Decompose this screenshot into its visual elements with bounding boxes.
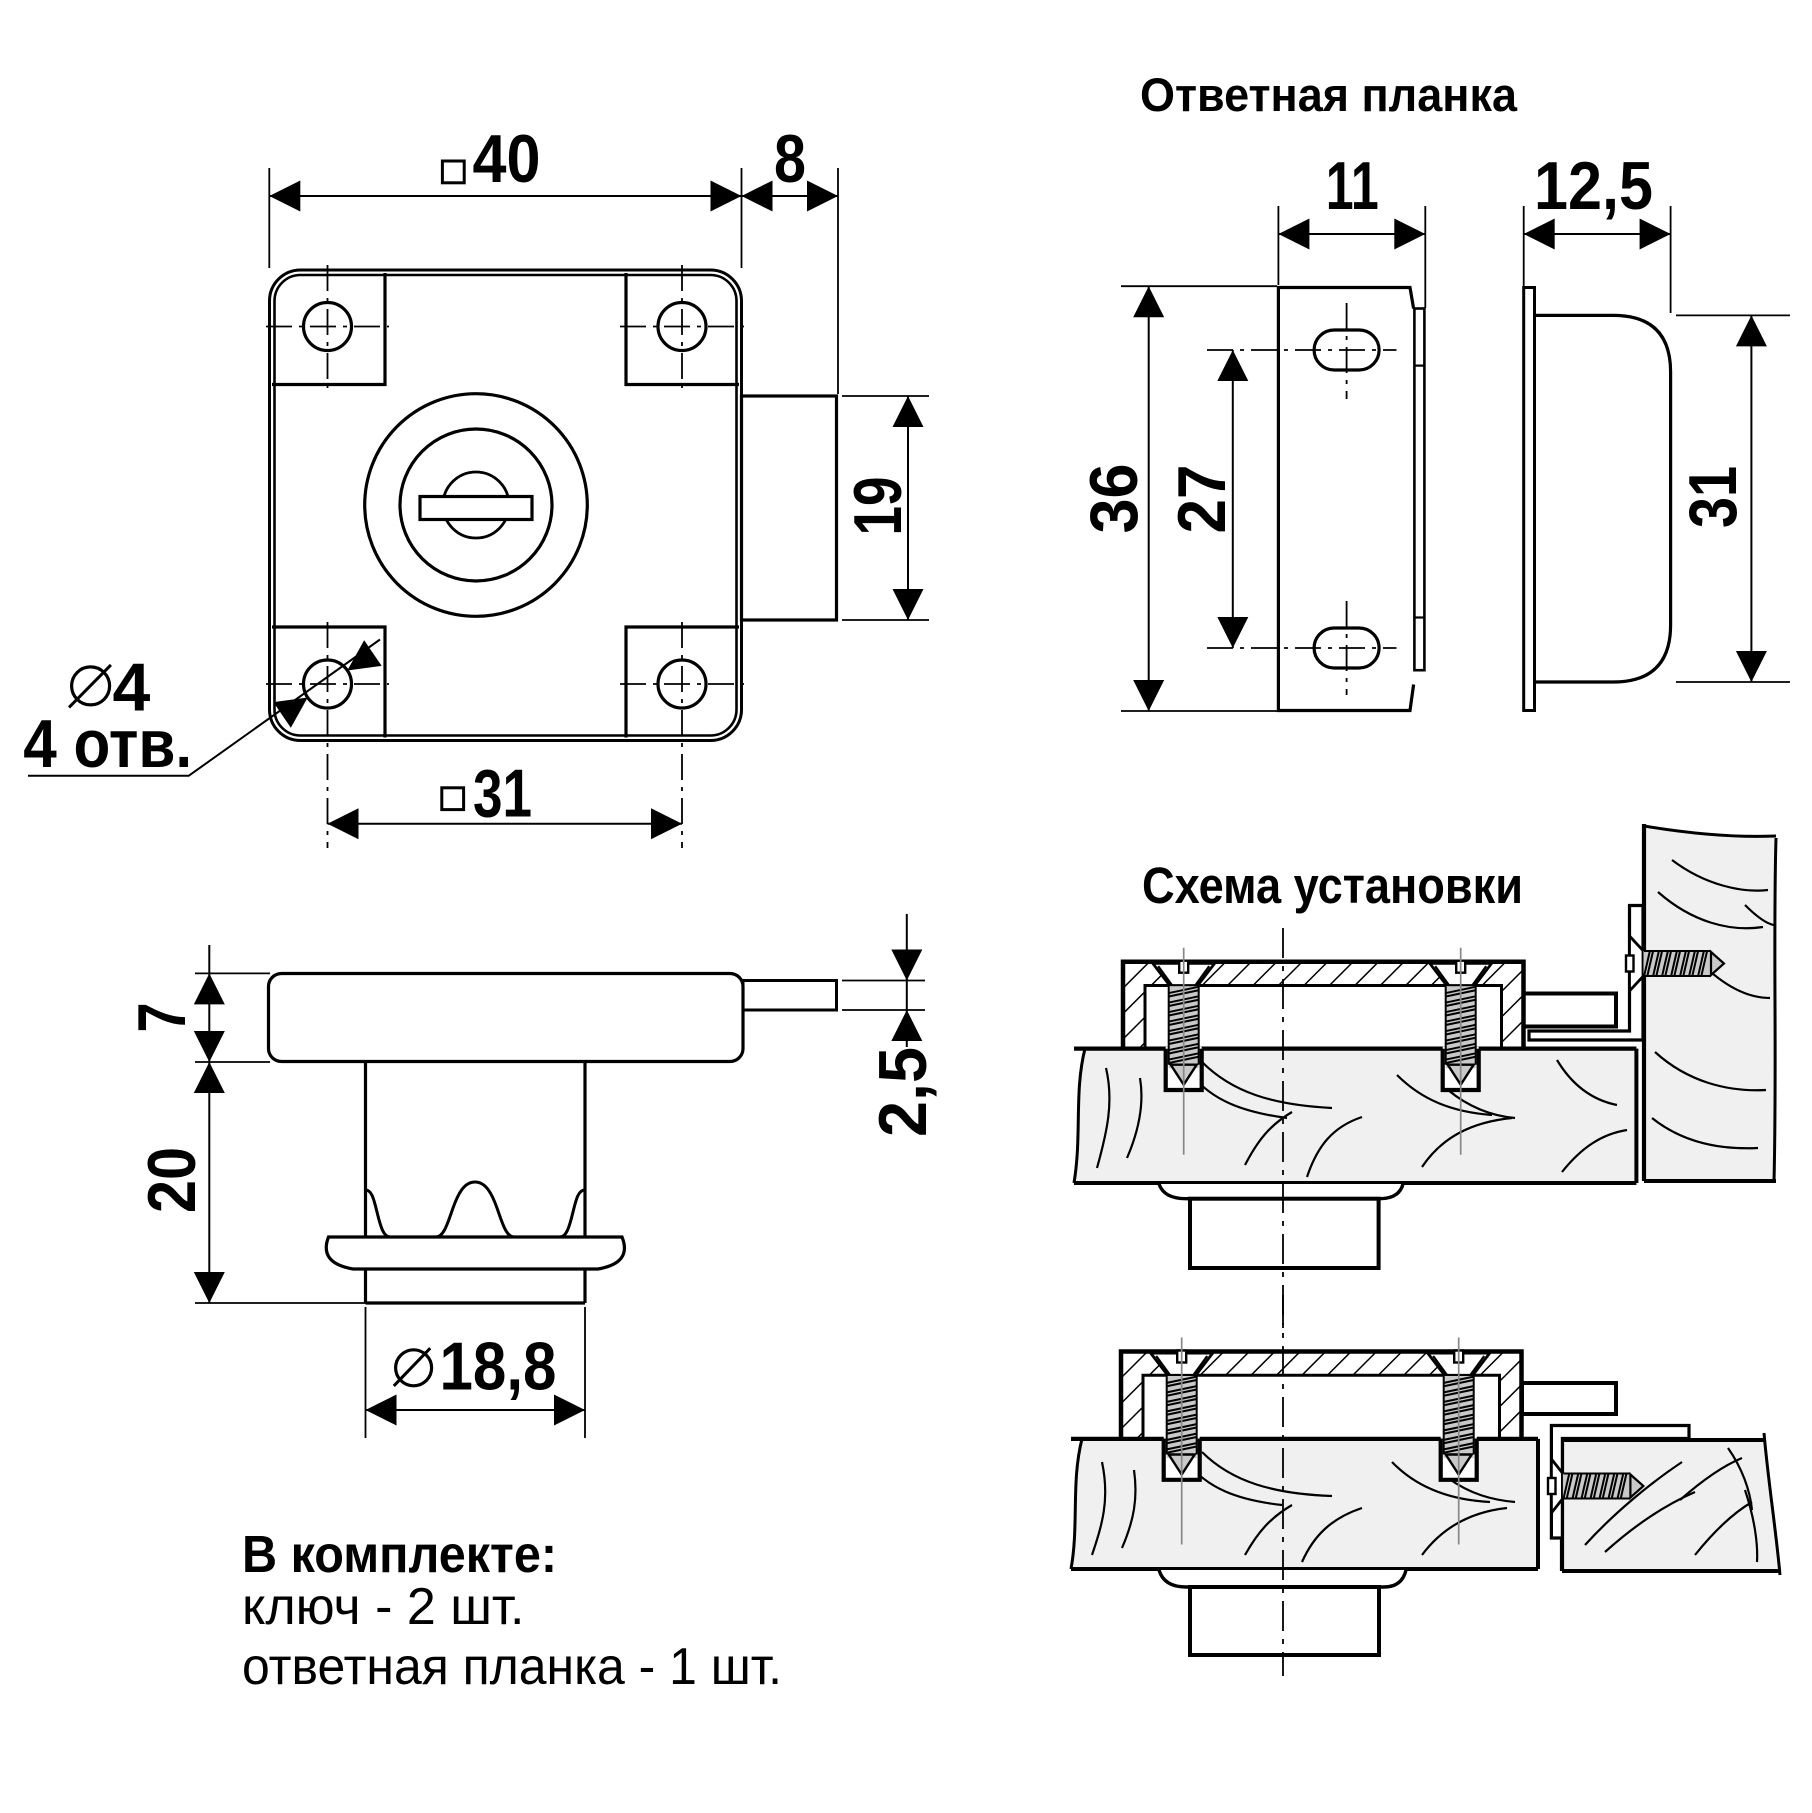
svg-text:ответная планка - 1 шт.: ответная планка - 1 шт. (242, 1638, 782, 1696)
svg-text:2,5: 2,5 (865, 1047, 941, 1137)
svg-text:11: 11 (1326, 148, 1379, 224)
svg-text:31: 31 (1675, 466, 1751, 528)
svg-text:4: 4 (113, 650, 151, 726)
svg-text:В комплекте:: В комплекте: (242, 1526, 557, 1584)
svg-text:20: 20 (134, 1147, 210, 1213)
svg-text:19: 19 (840, 477, 916, 536)
svg-text:4 отв.: 4 отв. (23, 706, 192, 782)
svg-text:36: 36 (1076, 464, 1152, 534)
svg-text:8: 8 (774, 121, 806, 197)
svg-text:7: 7 (124, 1003, 200, 1033)
svg-text:Схема установки: Схема установки (1142, 857, 1523, 914)
svg-text:ключ - 2 шт.: ключ - 2 шт. (242, 1578, 524, 1636)
svg-text:27: 27 (1164, 465, 1240, 534)
svg-text:Ответная планка: Ответная планка (1140, 68, 1518, 121)
svg-text:40: 40 (473, 121, 541, 197)
svg-text:31: 31 (473, 755, 532, 831)
svg-text:12,5: 12,5 (1534, 148, 1653, 224)
svg-text:18,8: 18,8 (440, 1329, 557, 1405)
